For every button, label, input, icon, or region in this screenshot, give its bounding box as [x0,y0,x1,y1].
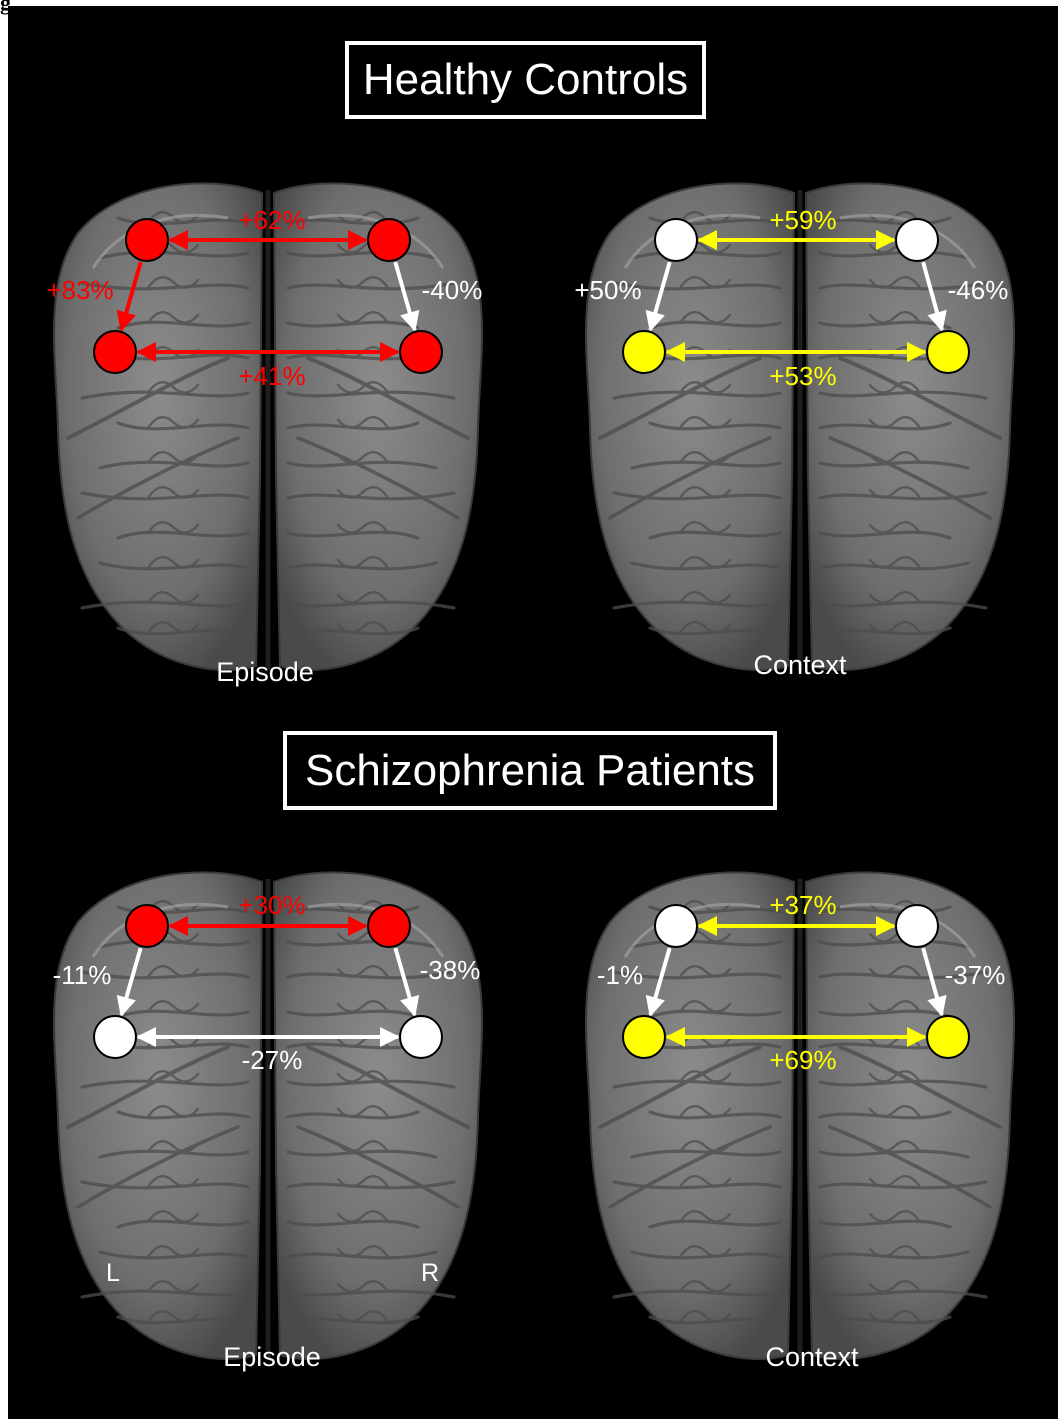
group-title-schizophrenia-patients: Schizophrenia Patients [283,731,777,810]
figure-panel [8,6,1058,1419]
group-title-healthy-controls: Healthy Controls [345,41,706,119]
